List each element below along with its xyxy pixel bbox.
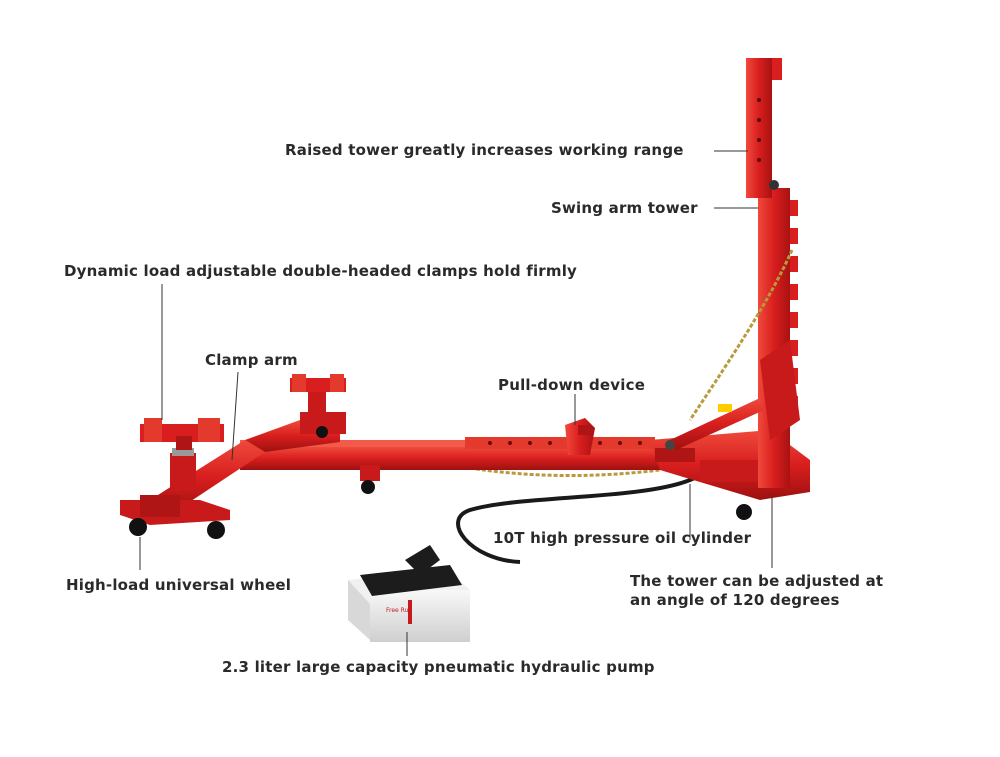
label-tower-angle-line2: an angle of 120 degrees [630, 591, 840, 609]
label-clamps: Dynamic load adjustable double-headed cl… [64, 262, 578, 280]
raised-tower-extension [746, 58, 782, 198]
leader-lines [139, 150, 773, 656]
clamp-front [140, 418, 224, 491]
ground-chain [469, 466, 661, 478]
label-raised-tower: Raised tower greatly increases working r… [285, 141, 684, 159]
pull-down-device [465, 418, 655, 455]
label-universal-wheel: High-load universal wheel [66, 576, 292, 594]
pump-brand-label: Free Run [386, 607, 412, 614]
label-tower-angle: The tower can be adjusted at an angle of… [630, 572, 883, 610]
label-swing-arm-tower: Swing arm tower [551, 199, 698, 217]
label-oil-cylinder: 10T high pressure oil cylinder [493, 529, 752, 547]
tower-chain [688, 249, 794, 421]
wheels [129, 426, 752, 539]
hydraulic-cylinder [665, 398, 764, 450]
label-hydraulic-pump: 2.3 liter large capacity pneumatic hydra… [222, 658, 655, 676]
clamp-arm [120, 440, 265, 525]
label-pull-down-device: Pull-down device [498, 376, 646, 394]
clamp-rear [290, 374, 346, 416]
back-beam [245, 412, 346, 452]
label-tower-angle-line1: The tower can be adjusted at [630, 572, 884, 590]
pneumatic-pump: Free Run [348, 545, 470, 642]
leader-clamp-arm [231, 371, 239, 461]
label-clamp-arm: Clamp arm [205, 351, 298, 369]
beam-foot [360, 465, 380, 481]
swing-arm-tower [758, 188, 800, 488]
